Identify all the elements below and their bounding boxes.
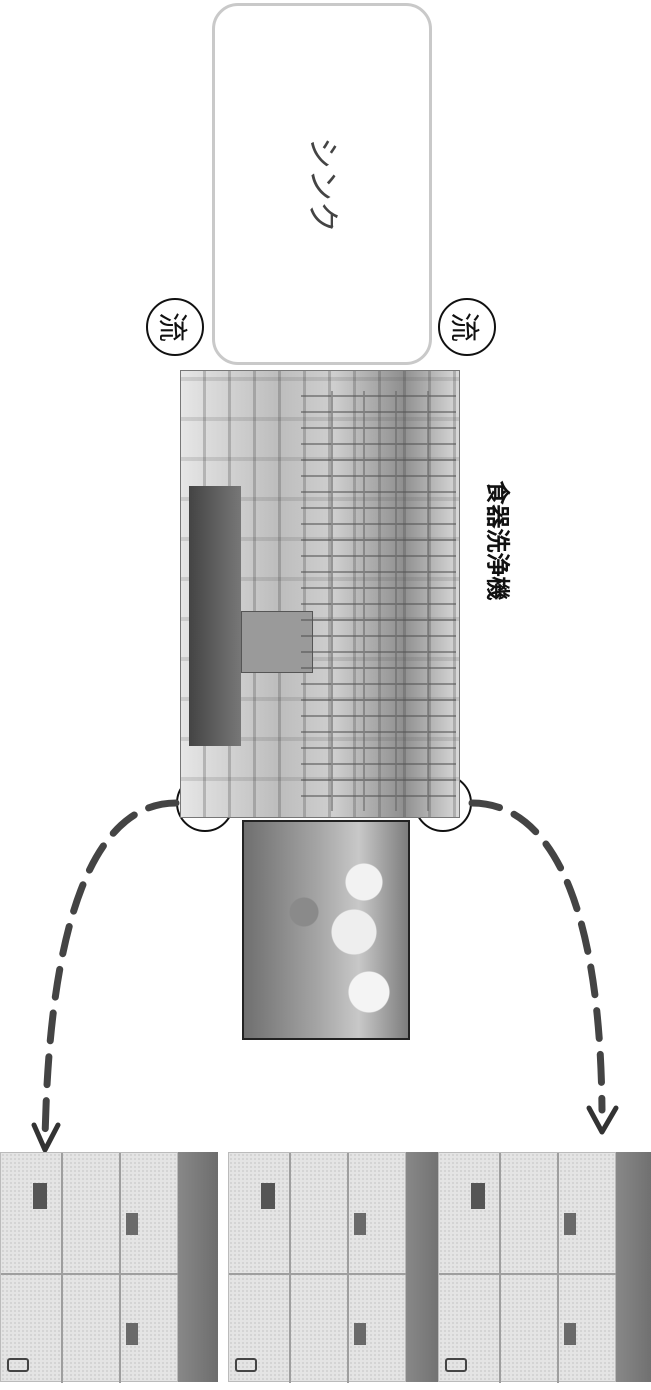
- cabinet-body: [438, 1152, 617, 1383]
- cabinet-top: [178, 1152, 218, 1382]
- arrow-to-top-cabinet: [41, 799, 180, 1144]
- storage-cabinet-2: [228, 1152, 446, 1383]
- arrow-head-top: [31, 1122, 61, 1153]
- arrow-head-bottom: [586, 1105, 619, 1135]
- cabinet-top: [616, 1152, 651, 1382]
- plates-photo: [242, 820, 410, 1040]
- storage-cabinet-3: [438, 1152, 651, 1383]
- arrow-to-bottom-cabinet: [468, 799, 606, 1114]
- cabinet-body: [0, 1152, 179, 1383]
- sink-box: [212, 3, 432, 365]
- dishwasher-hood: [189, 486, 241, 746]
- dishwasher-rack: [301, 391, 456, 811]
- dishwasher-photo: [180, 370, 460, 818]
- marker-nagare-bottom: 流: [438, 298, 496, 356]
- marker-nagare-top: 流: [146, 298, 204, 356]
- cabinet-body: [228, 1152, 407, 1383]
- storage-cabinet-1: [0, 1152, 218, 1383]
